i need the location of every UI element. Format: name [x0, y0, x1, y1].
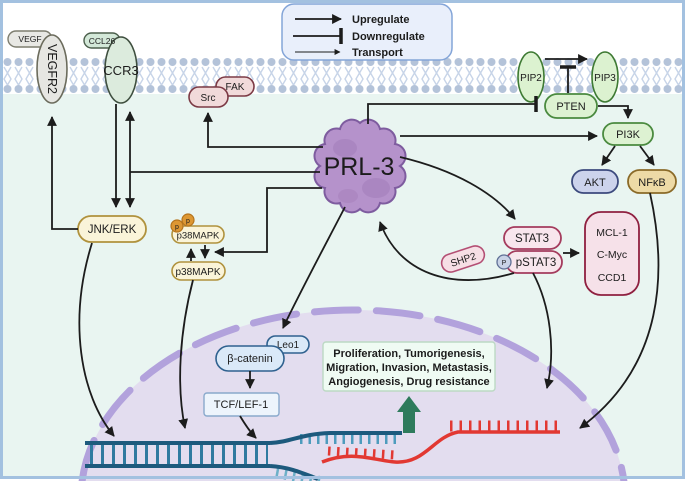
- node-shp2-group: SHP2: [440, 245, 486, 273]
- node-stat3: [503, 226, 562, 250]
- legend-downregulate-label: Downregulate: [352, 31, 425, 43]
- edge-prl3-p38: [214, 187, 322, 257]
- legend: Upregulate Downregulate Transport: [281, 3, 453, 61]
- mrna-ticks-tail: [327, 446, 397, 460]
- node-pten: [544, 93, 598, 119]
- pathway-edges: [47, 54, 660, 439]
- prl3-texture-spot: [338, 189, 358, 203]
- target-genes-box: [584, 211, 640, 296]
- ccd1-label: CCD1: [598, 272, 627, 284]
- mrna-strand: [321, 430, 560, 464]
- mcl1-label: MCL-1: [596, 227, 628, 239]
- node-p38mapk: [171, 261, 226, 281]
- pstat3-label: pSTAT3: [516, 257, 556, 269]
- phosphate-p-label: p: [186, 218, 190, 225]
- jnk-erk-label: JNK/ERK: [88, 224, 137, 236]
- vegf-label: VEGF: [18, 34, 41, 44]
- bcatenin-complex: Leo1 β-catenin TCF/LEF-1: [203, 335, 310, 417]
- prl3-label: PRL-3: [324, 153, 395, 181]
- effects-group: Proliferation, Tumorigenesis, Migration,…: [322, 341, 496, 433]
- node-ccr3: [104, 36, 138, 104]
- akt-label: AKT: [584, 177, 606, 189]
- edge-pi3k-nfkb: [639, 145, 655, 166]
- edge-prl3-stat3: [399, 156, 516, 220]
- edge-prl3-src: [203, 112, 323, 148]
- pip3-label: PIP3: [594, 73, 616, 84]
- stat3-label: STAT3: [515, 233, 549, 245]
- bcatenin-label: β-catenin: [227, 353, 272, 365]
- edge-p38-nucleus: [178, 279, 194, 429]
- prl3-texture-spot: [362, 178, 390, 198]
- edge-jnkerk-vegfr2: [47, 116, 78, 230]
- legend-transport-label: Transport: [352, 47, 403, 59]
- edge-prl3-pten-inhibit: [367, 95, 538, 124]
- node-tcf-lef1: [203, 392, 280, 417]
- edge-jnkerk-nucleus: [78, 242, 115, 437]
- edge-pstat3-nucleus: [532, 272, 554, 389]
- node-src: [188, 86, 229, 108]
- phosphate-p-label: p: [175, 224, 179, 231]
- dna-transcription: [85, 420, 560, 481]
- vegfr2-label: VEGFR2: [45, 44, 59, 94]
- phosphate-icon: [181, 213, 195, 227]
- dna-fork-top: [269, 431, 402, 445]
- node-shp2: [440, 245, 486, 273]
- receptors: VEGF VEGFR2 CCL26 CCR3 FAK Src PIP2 PIP3: [7, 30, 619, 108]
- fak-label: FAK: [226, 82, 245, 93]
- tcf-lef1-label: TCF/LEF-1: [214, 399, 268, 411]
- legend-box: [281, 3, 453, 61]
- node-akt: [571, 169, 619, 194]
- node-pip2: [517, 51, 545, 103]
- edge-pstat3-prl3-feedback: [378, 221, 515, 281]
- edge-pi3k-akt: [601, 145, 616, 166]
- node-pi3k: [602, 122, 654, 146]
- ccl26-label: CCL26: [89, 36, 116, 46]
- pi3k-label: PI3K: [616, 129, 641, 141]
- effects-line-1: Proliferation, Tumorigenesis,: [333, 348, 484, 360]
- effects-box: [322, 341, 496, 392]
- edge-pten-pi3k: [598, 105, 633, 119]
- pip2-label: PIP2: [520, 73, 542, 84]
- phosphate-P-label: P: [502, 260, 507, 267]
- edge-tcf-dna: [239, 415, 257, 439]
- pten-label: PTEN: [556, 101, 585, 113]
- legend-upregulate-label: Upregulate: [352, 14, 409, 26]
- node-vegfr2: [36, 34, 68, 104]
- leo1-label: Leo1: [277, 340, 300, 351]
- node-p38mapk-phospho: [171, 225, 225, 244]
- effects-line-3: Angiogenesis, Drug resistance: [328, 376, 489, 388]
- effects-line-2: Migration, Invasion, Metastasis,: [326, 362, 492, 374]
- src-label: Src: [201, 93, 216, 104]
- p38mapk-phospho-label: p38MAPK: [177, 231, 220, 242]
- node-nfkb: [627, 169, 677, 194]
- prl3-texture-spot: [333, 139, 357, 157]
- phosphate-circle-icon: [496, 254, 512, 270]
- upregulation-block-arrow-icon: [397, 396, 421, 433]
- edge-nfkb-nucleus: [579, 192, 660, 429]
- node-pip3: [591, 51, 619, 103]
- edge-prl3-bcatenin: [282, 206, 346, 329]
- nfkb-label: NFκB: [638, 177, 666, 189]
- phosphate-icon: [170, 219, 184, 233]
- ccr3-label: CCR3: [103, 63, 138, 78]
- cytoplasm-nodes: PRL-3 PTEN PI3K AKT NFκB JNK/ERK p38MAPK…: [77, 93, 677, 296]
- nuclear-envelope: [78, 306, 628, 481]
- cmyc-label: C-Myc: [597, 249, 627, 261]
- p38mapk-label: p38MAPK: [175, 267, 220, 278]
